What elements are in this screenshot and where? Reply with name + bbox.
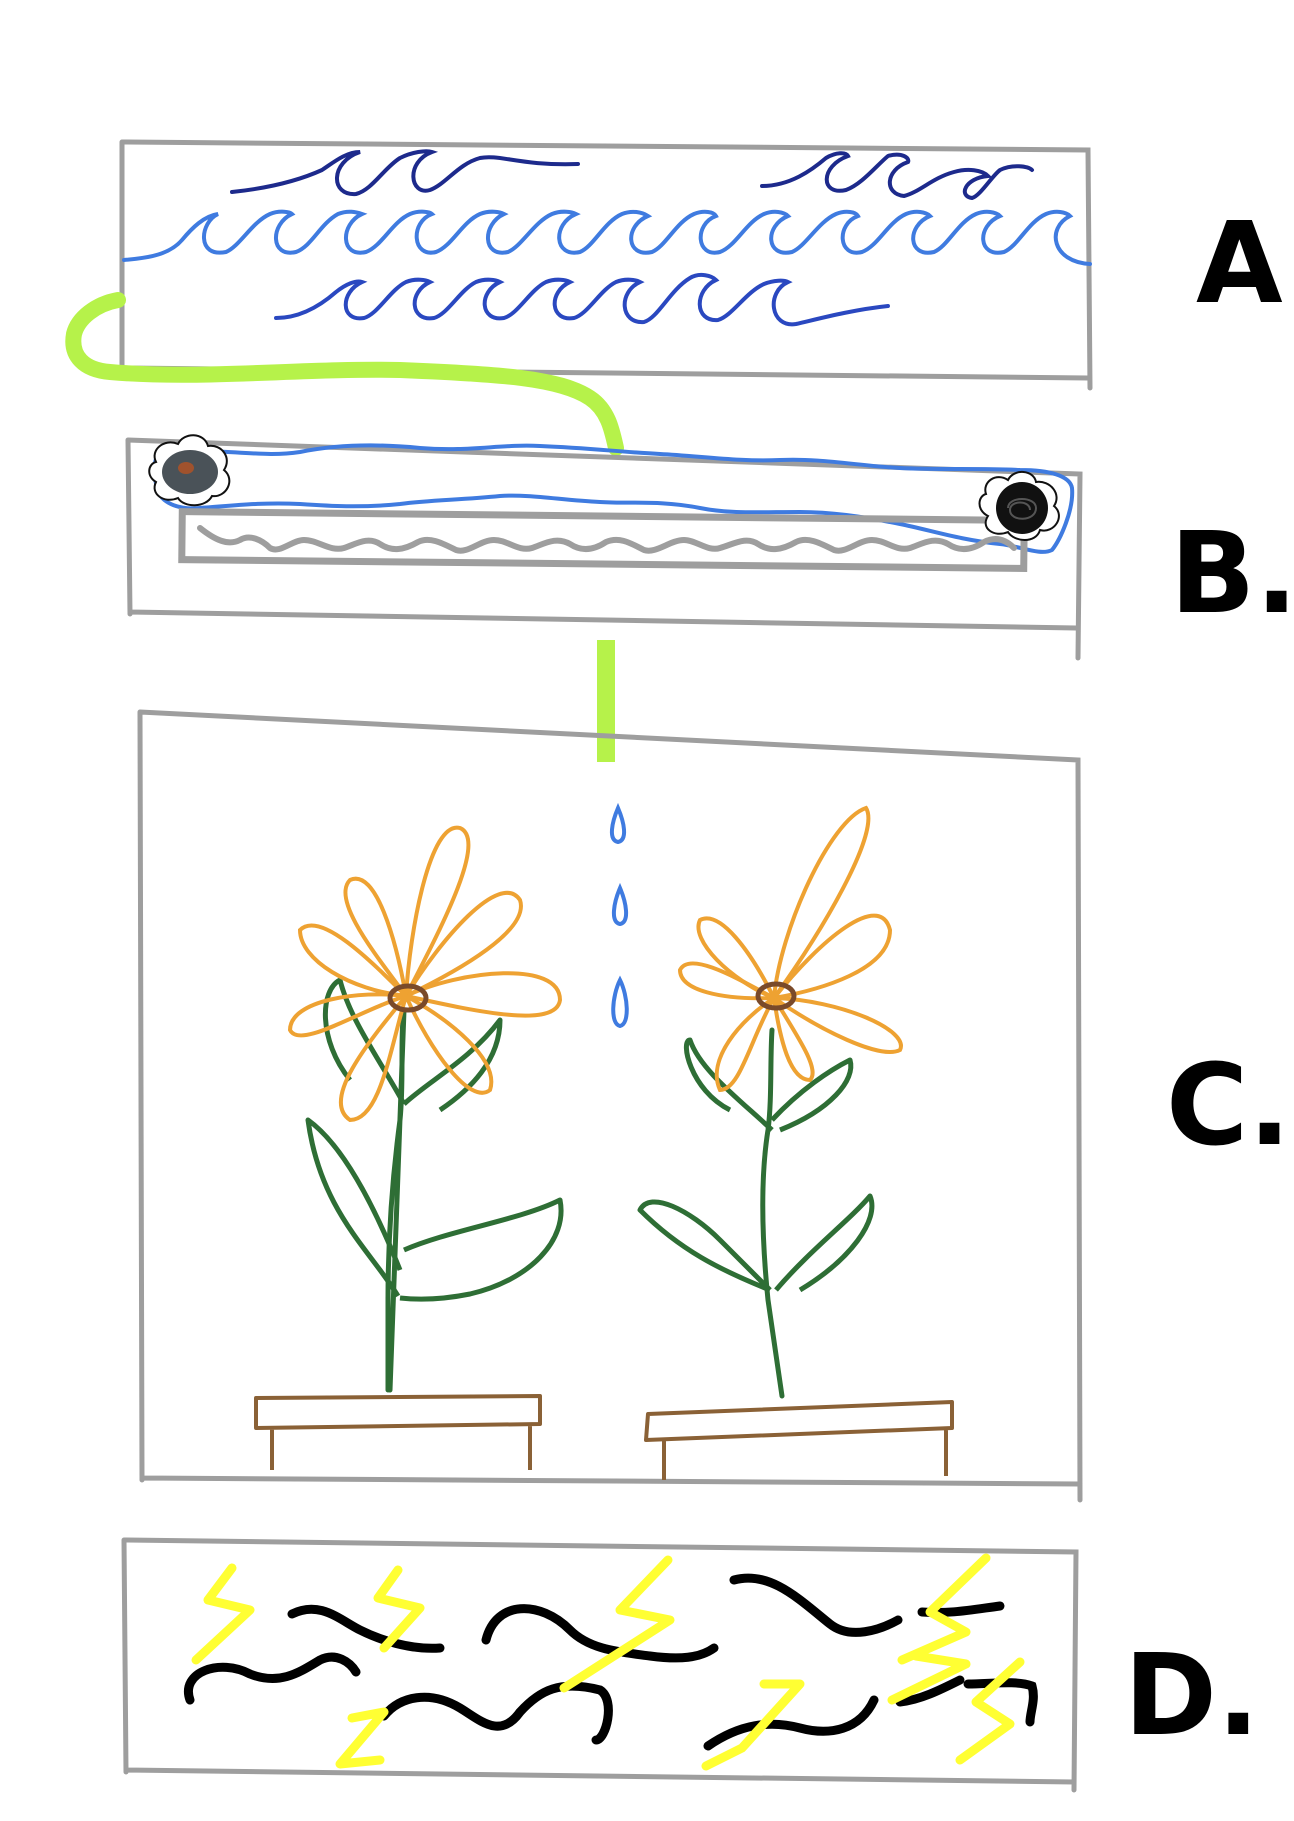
flower-left-leaf-right	[399, 1197, 564, 1302]
gravel-bed-frame	[178, 508, 1028, 572]
spark	[335, 1707, 389, 1769]
flower-right-branch-right	[770, 1057, 854, 1133]
spark	[701, 1679, 805, 1771]
spark	[373, 1565, 425, 1653]
spark	[955, 1657, 1025, 1765]
worm	[729, 1573, 903, 1637]
spark	[191, 1563, 255, 1665]
wave-row-middle	[122, 209, 1092, 266]
panel-c-garden	[137, 709, 1083, 1503]
flower-left-leaf-left	[305, 1117, 403, 1298]
panel-b-filter	[125, 434, 1083, 661]
spark	[887, 1651, 971, 1705]
water-drop	[610, 802, 626, 845]
panel-label-d: D.	[1124, 1631, 1260, 1761]
panel-label-b: B.	[1170, 509, 1294, 639]
spark	[559, 1555, 675, 1693]
panel-b-frame	[125, 437, 1083, 661]
gravel-squiggle	[197, 525, 1017, 554]
panel-c-frame	[137, 709, 1083, 1503]
worm	[895, 1675, 965, 1707]
flower-left	[254, 825, 564, 1470]
wave-row-top-right	[760, 151, 1034, 201]
supply-pipe-a-to-b	[65, 292, 624, 456]
worm	[703, 1695, 879, 1751]
pebble-right	[978, 471, 1060, 541]
wave-row-bottom	[274, 272, 890, 327]
worms	[183, 1573, 1038, 1751]
flower-left-pot	[254, 1394, 542, 1470]
flower-left-branch-left	[323, 977, 407, 1106]
worm	[183, 1652, 361, 1705]
flower-right-leaf-left	[637, 1199, 772, 1293]
worm	[379, 1681, 613, 1745]
wave-row-top-left	[230, 149, 580, 197]
spark	[897, 1553, 991, 1665]
worm	[287, 1604, 445, 1653]
water-drops	[610, 802, 629, 1029]
flower-right-petals	[677, 805, 903, 1093]
flower-left-center	[387, 983, 429, 1013]
flower-right-pot	[644, 1400, 954, 1480]
panel-d-frame	[121, 1537, 1079, 1793]
flower-right-stem	[760, 1027, 785, 1399]
panel-a-reservoir	[119, 139, 1093, 391]
flower-right-center	[755, 981, 797, 1011]
flower-left-stem	[385, 1007, 407, 1393]
panel-a-frame	[119, 139, 1093, 391]
worm	[481, 1604, 719, 1663]
energy-sparks	[191, 1553, 1025, 1771]
worm	[963, 1678, 1038, 1727]
flower-left-petals	[287, 825, 563, 1123]
panel-d-compost	[121, 1537, 1079, 1793]
water-drop	[611, 975, 629, 1029]
panel-label-a: A	[1196, 199, 1283, 329]
water-drop	[612, 882, 628, 927]
panel-label-c: C.	[1166, 1041, 1291, 1171]
flower-right	[637, 805, 954, 1480]
flower-right-leaf-right	[774, 1193, 875, 1293]
pebble-left	[148, 434, 231, 507]
flower-right-branch-left	[683, 1037, 774, 1132]
filter-water-tube	[152, 443, 1075, 554]
